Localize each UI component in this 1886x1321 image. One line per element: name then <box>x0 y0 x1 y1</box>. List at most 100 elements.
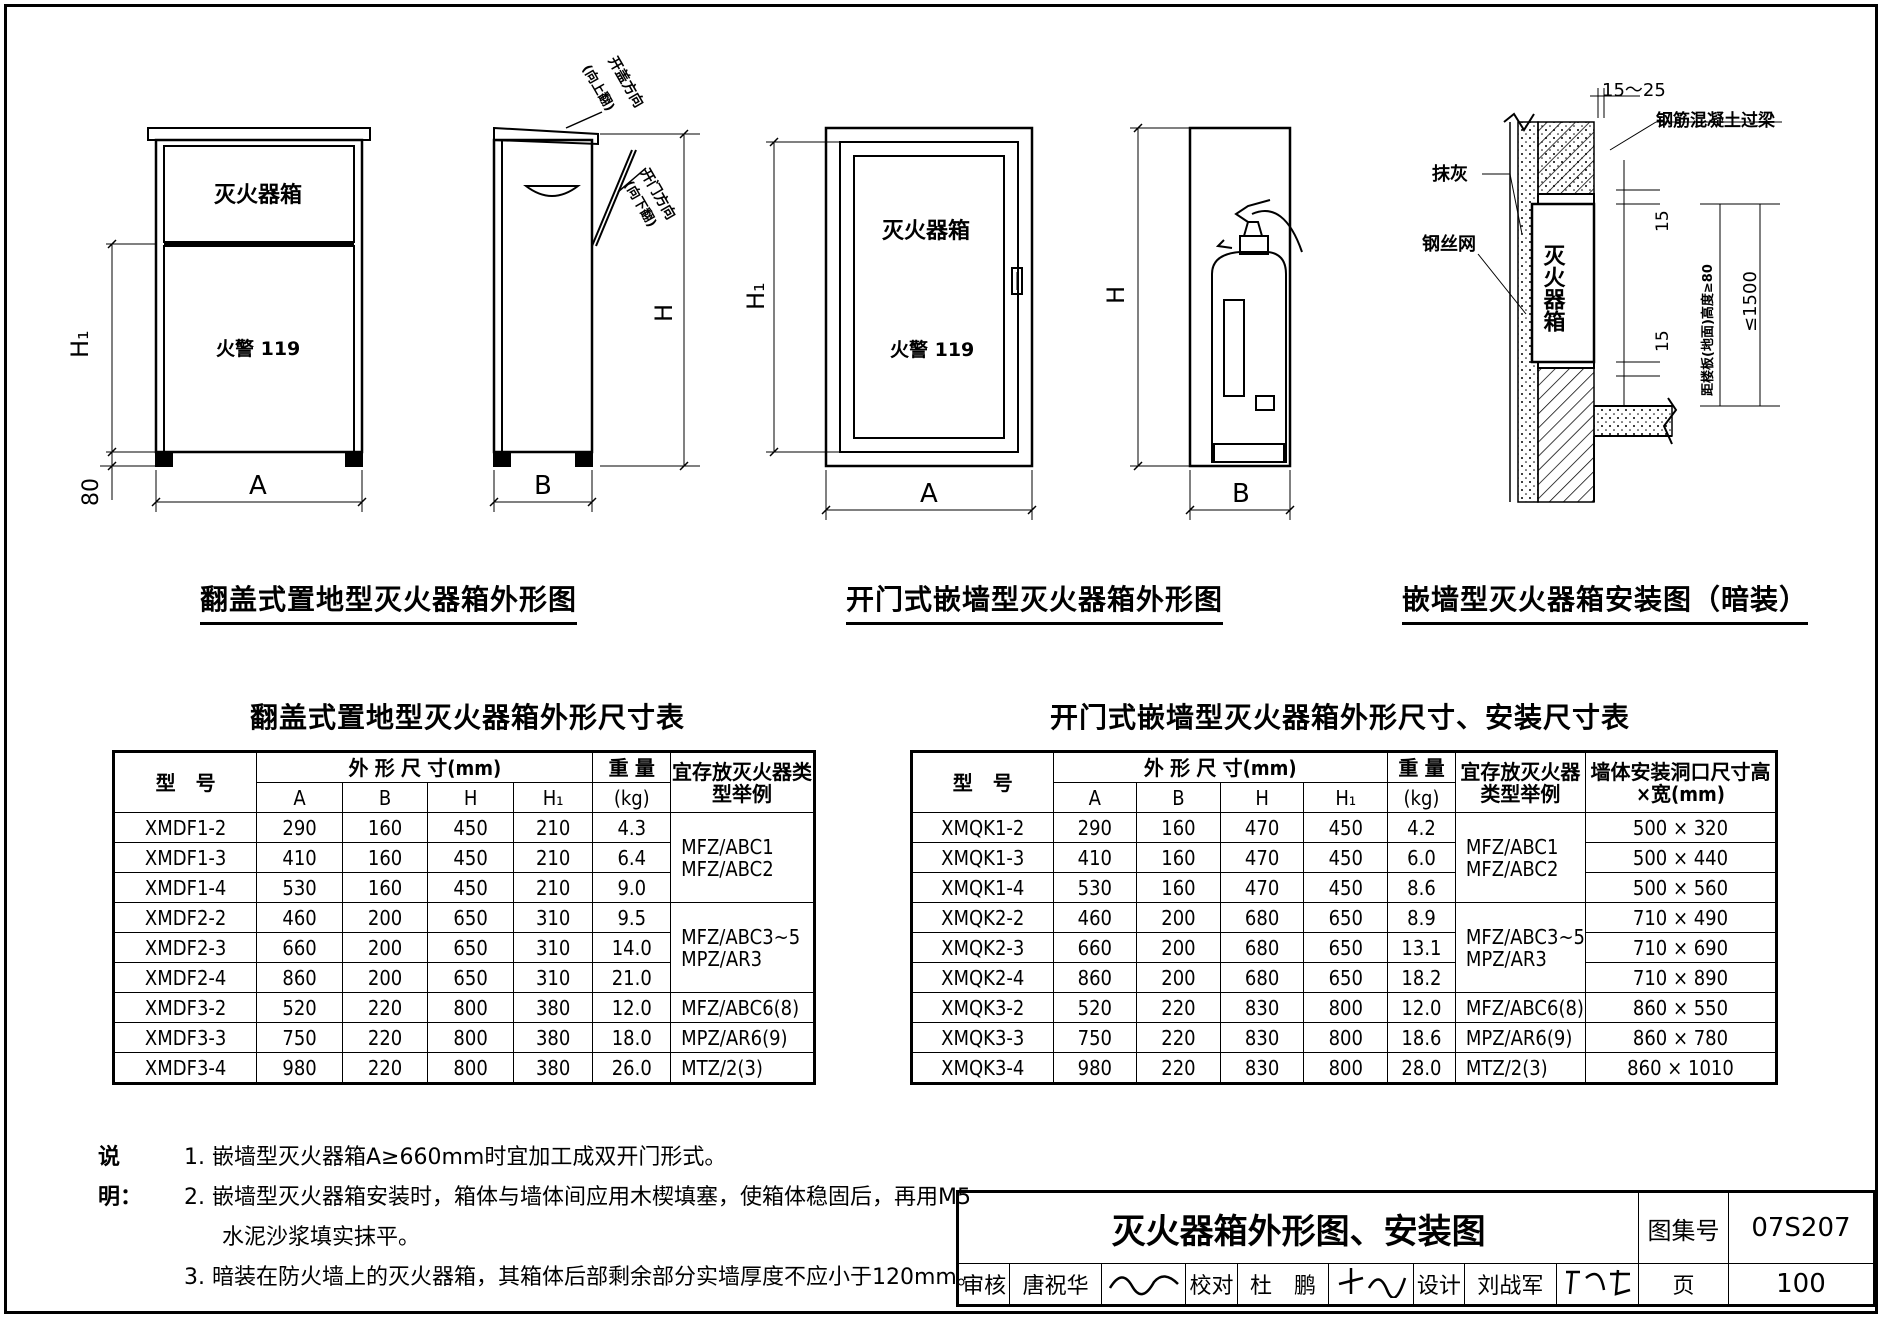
review-name: 唐祝华 <box>1009 1263 1102 1306</box>
table1-cell: 650 <box>427 932 514 963</box>
design-signature <box>1555 1263 1640 1306</box>
table1-cell: XMDF3-4 <box>112 1052 258 1084</box>
install-mesh: 钢丝网 <box>1422 233 1476 255</box>
table2-cell: 18.6 <box>1387 1022 1456 1053</box>
table1-cell: 800 <box>427 992 514 1023</box>
wall-box-front <box>766 126 1037 520</box>
table1-cell: 310 <box>512 932 594 963</box>
table2-cell: 680 <box>1219 962 1305 993</box>
check-label: 校对 <box>1185 1263 1238 1306</box>
table1-cell: 210 <box>512 812 594 843</box>
table2-cell: 8.6 <box>1387 872 1456 903</box>
table2: 型 号 外 形 尺 寸(mm) 重 量 宜存放灭火器类型举例 墙体安装洞口尺寸高… <box>910 750 1778 1085</box>
table2-col-H: H <box>1219 782 1305 813</box>
table2-opening-cell: 860 × 780 <box>1584 1022 1778 1053</box>
design-name: 刘战军 <box>1463 1263 1557 1306</box>
table1-type-cell: MTZ/2(3) <box>670 1052 815 1084</box>
table2-cell: 8.9 <box>1387 902 1456 933</box>
table2-opening-cell: 710 × 490 <box>1584 902 1778 933</box>
table2-cell: 680 <box>1219 902 1305 933</box>
table1-header-model: 型 号 <box>112 751 258 813</box>
table2-cell: 660 <box>1052 932 1138 963</box>
table1-cell: 9.0 <box>592 872 672 903</box>
table2-cell: XMQK1-2 <box>911 812 1054 843</box>
table2-header-weight: 重 量 <box>1387 751 1456 783</box>
note-2: 2. 嵌墙型灭火器箱安装时，箱体与墙体间应用木楔填塞，使箱体稳固后，再用M5 <box>184 1185 971 1210</box>
table1-type-cell: MPZ/AR6(9) <box>670 1022 815 1053</box>
table2-header-model: 型 号 <box>911 751 1054 813</box>
notes-label: 说明： <box>98 1145 143 1210</box>
table2-cell: 160 <box>1136 842 1221 873</box>
flip-section-title: 翻盖式置地型灭火器箱外形图 <box>200 578 578 625</box>
note-3: 3. 暗装在防火墙上的灭火器箱，其箱体后部剩余部分实墙厚度不应小于120mm。 <box>184 1265 979 1290</box>
table2-cell: 650 <box>1303 932 1389 963</box>
table2-cell: 800 <box>1303 1052 1389 1084</box>
table2-opening-cell: 860 × 1010 <box>1584 1052 1778 1084</box>
table1-cell: 410 <box>256 842 343 873</box>
install-box-label: 灭火器箱 <box>1540 244 1567 332</box>
table1-cell: 220 <box>341 1052 429 1084</box>
table1-cell: 380 <box>512 1052 594 1084</box>
table1-cell: 750 <box>256 1022 343 1053</box>
drawings-svg: 灭火器箱 火警 119 开盖方向 (向上翻) 开门方向 (向下翻) H₁ 80 … <box>66 54 1782 520</box>
install-plaster: 抹灰 <box>1432 163 1468 185</box>
table1-cell: XMDF2-2 <box>112 902 258 933</box>
install-section-title: 嵌墙型灭火器箱安装图（暗装） <box>1402 578 1809 625</box>
table2-cell: 200 <box>1136 932 1221 963</box>
table1-cell: 660 <box>256 932 343 963</box>
table1-col-A: A <box>256 782 343 813</box>
table1-col-B: B <box>341 782 429 813</box>
install-15b: 15 <box>1653 330 1673 352</box>
table1-cell: 310 <box>512 962 594 993</box>
install-box-label-group: 灭火器箱 <box>1540 244 1567 332</box>
install-height: 距楼板(地面)高度≥80 <box>1700 264 1716 396</box>
table1: 型 号 外 形 尺 寸(mm) 重 量 宜存放灭火器类型举例 A B H H₁ … <box>112 750 816 1085</box>
table2-header-type: 宜存放灭火器类型举例 <box>1454 751 1586 813</box>
table2-cell: 200 <box>1136 962 1221 993</box>
wall-side-dim-H: H <box>1102 286 1130 304</box>
table2-cell: 980 <box>1052 1052 1138 1084</box>
table2-cell: 220 <box>1136 992 1221 1023</box>
table2-type-cell: MFZ/ABC1 MFZ/ABC2 <box>1454 812 1586 903</box>
table2-cell: XMQK1-4 <box>911 872 1054 903</box>
table1-cell: 6.4 <box>592 842 672 873</box>
table2-cell: 450 <box>1303 812 1389 843</box>
table2-col-H1: H₁ <box>1303 782 1389 813</box>
flip-box-label: 灭火器箱 <box>214 182 302 208</box>
table1-cell: 21.0 <box>592 962 672 993</box>
flip-box-phone: 火警 119 <box>216 337 300 360</box>
flip-dim-A: A <box>249 471 267 501</box>
table2-opening-cell: 860 × 550 <box>1584 992 1778 1023</box>
table1-cell: 290 <box>256 812 343 843</box>
table2-cell: 470 <box>1219 872 1305 903</box>
table2-title: 开门式嵌墙型灭火器箱外形尺寸、安装尺寸表 <box>1050 701 1631 734</box>
review-signature <box>1100 1263 1187 1306</box>
table2-type-cell: MFZ/ABC3~5 MPZ/AR3 <box>1454 902 1586 993</box>
wall-side-dim-B: B <box>1232 479 1250 509</box>
table1-cell: 160 <box>341 812 429 843</box>
atlas-number: 07S207 <box>1727 1191 1876 1264</box>
wall-box-side <box>1130 123 1303 520</box>
table2-opening-cell: 710 × 890 <box>1584 962 1778 993</box>
table2-cell: 650 <box>1303 902 1389 933</box>
table1-cell: 210 <box>512 842 594 873</box>
table1-cell: XMDF2-3 <box>112 932 258 963</box>
table2-cell: XMQK3-4 <box>911 1052 1054 1084</box>
wall-dim-H1: H₁ <box>742 282 770 310</box>
table2-cell: 860 <box>1052 962 1138 993</box>
table2-type-cell: MFZ/ABC6(8) <box>1454 992 1586 1023</box>
install-dim-top: 15～25 <box>1602 80 1666 101</box>
table2-cell: 6.0 <box>1387 842 1456 873</box>
table2-cell: XMQK2-4 <box>911 962 1054 993</box>
table1-cell: XMDF1-2 <box>112 812 258 843</box>
table2-col-B: B <box>1136 782 1221 813</box>
review-label: 审核 <box>956 1263 1011 1306</box>
table1-cell: 12.0 <box>592 992 672 1023</box>
table2-opening-cell: 710 × 690 <box>1584 932 1778 963</box>
table2-cell: XMQK1-3 <box>911 842 1054 873</box>
table1-cell: 520 <box>256 992 343 1023</box>
